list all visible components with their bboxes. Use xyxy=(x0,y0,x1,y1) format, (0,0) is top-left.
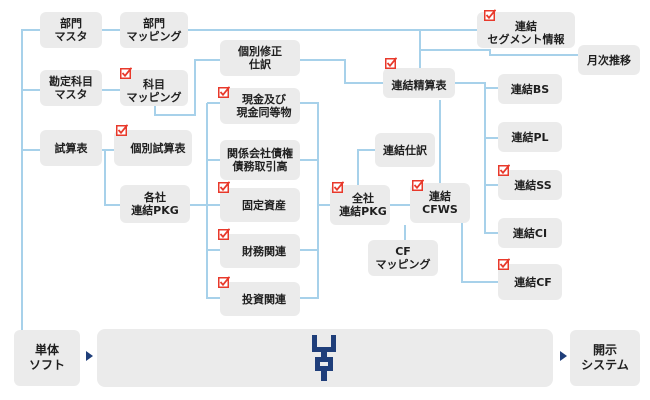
zaimu-node: 財務関連 xyxy=(220,234,300,268)
renketsu-seisan-node: 連結精算表 xyxy=(383,68,455,98)
kanjo-master-node: 勘定科目 マスタ xyxy=(40,70,102,106)
check-icon xyxy=(120,67,132,79)
getsuji-node: 月次推移 xyxy=(578,45,640,75)
genkin-node: 現金及び 現金同等物 xyxy=(220,88,300,124)
bumon-master-node: 部門 マスタ xyxy=(40,12,102,48)
check-icon xyxy=(218,276,230,288)
check-icon xyxy=(218,228,230,240)
platform-logo-icon xyxy=(312,335,336,381)
check-icon xyxy=(498,164,510,176)
toushi-node: 投資関連 xyxy=(220,282,300,316)
kotei-node: 固定資産 xyxy=(220,188,300,222)
ci-node: 連結CI xyxy=(498,218,562,248)
check-icon xyxy=(218,181,230,193)
check-icon xyxy=(332,181,344,193)
arrow-right-icon xyxy=(560,351,567,361)
tantai-soft-node: 単体 ソフト xyxy=(14,330,80,386)
kobetsu-shusei-node: 個別修正 仕訳 xyxy=(220,40,300,76)
check-icon xyxy=(218,86,230,98)
kamoku-mapping-node: 科目 マッピング xyxy=(120,70,188,106)
kankei-node: 関係会社債権 債務取引高 xyxy=(220,140,300,180)
bs-node: 連結BS xyxy=(498,74,562,104)
arrow-right-icon xyxy=(86,351,93,361)
cf-mapping-node: CF マッピング xyxy=(368,240,438,276)
cf-node: 連結CF xyxy=(498,264,562,300)
kakusha-pkg-node: 各社 連結PKG xyxy=(120,185,190,223)
shisanhyo-node: 試算表 xyxy=(40,130,102,166)
check-icon xyxy=(412,179,424,191)
pl-node: 連結PL xyxy=(498,122,562,152)
check-icon xyxy=(498,258,510,270)
check-icon xyxy=(385,57,397,69)
check-icon xyxy=(484,9,496,21)
check-icon xyxy=(116,124,128,136)
renketsu-shiwake-node: 連結仕訳 xyxy=(375,133,435,167)
kobetsu-shisanhyo-node: 個別試算表 xyxy=(114,130,192,166)
bumon-mapping-node: 部門 マッピング xyxy=(120,12,188,48)
kaiji-system-node: 開示 システム xyxy=(570,330,640,386)
